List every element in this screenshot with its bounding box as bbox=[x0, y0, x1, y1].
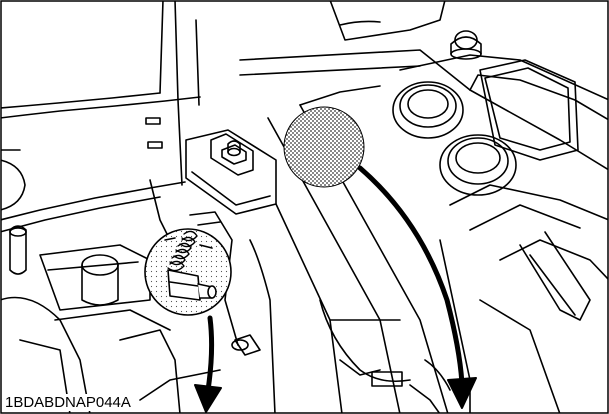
wiring bbox=[319, 299, 451, 413]
arrow-right bbox=[357, 165, 477, 409]
right-console bbox=[329, 1, 608, 413]
figure-code-label: 1BDABDNAP044A bbox=[4, 394, 134, 411]
lower-mechanism bbox=[1, 179, 261, 413]
arrow-left bbox=[194, 315, 222, 413]
hinge-plate bbox=[185, 129, 277, 215]
knob bbox=[450, 30, 482, 60]
marker-circle bbox=[283, 106, 365, 188]
seat-panel bbox=[1, 1, 201, 233]
detail-inset bbox=[144, 228, 232, 316]
